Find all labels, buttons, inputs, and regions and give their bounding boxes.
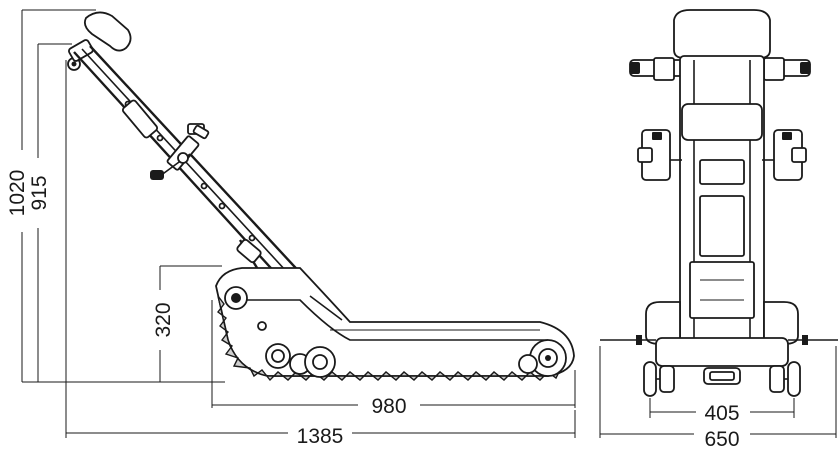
side-handle [150,123,210,180]
dimension-980: 980 [211,300,576,418]
track-teeth [217,295,562,382]
handle-grip [67,11,132,71]
side-view: 1020 915 320 980 [6,9,576,448]
front-base-frame [600,301,838,385]
side-clamps [637,129,807,181]
dimension-405: 405 [649,398,795,425]
wheels [224,286,567,378]
dim-label-320: 320 [152,302,175,337]
dimension-320: 320 [152,265,222,382]
front-vertical-frame [679,55,765,347]
dim-label-915: 915 [28,175,51,210]
dim-label-980: 980 [371,395,406,418]
dim-label-405: 405 [704,402,739,425]
dimension-1385: 1385 [65,60,576,448]
dim-label-1385: 1385 [297,425,344,448]
dimension-1020: 1020 [6,9,225,383]
dim-label-1020: 1020 [6,170,29,217]
dimension-915: 915 [28,43,72,382]
dimension-650: 650 [599,346,837,451]
front-wheels [643,361,801,397]
head-rest [673,9,771,59]
front-view: 405 650 [599,9,838,451]
main-frame-pole [73,45,319,301]
control-box [121,99,159,139]
dim-label-650: 650 [704,428,739,451]
